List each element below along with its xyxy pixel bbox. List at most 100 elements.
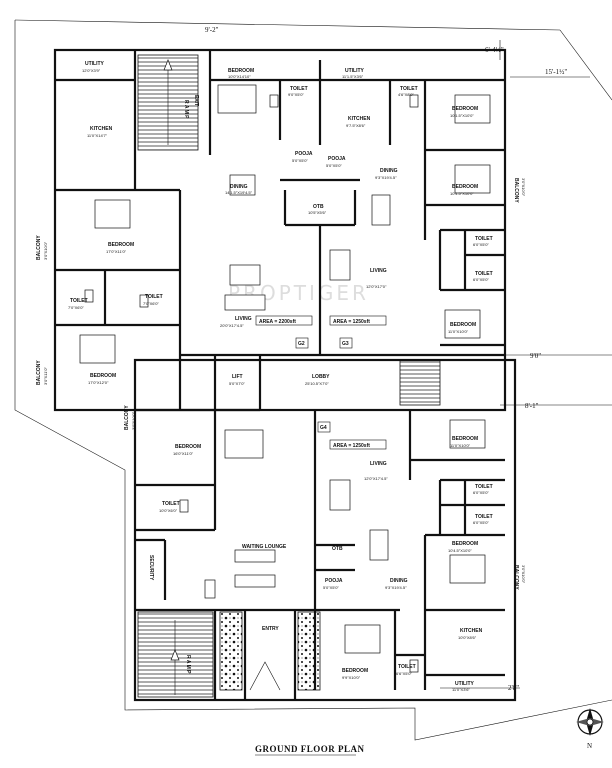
toilet-l2-name: TOILET (145, 294, 163, 300)
bedroom-top-size: 10'0"X14'10" (228, 74, 251, 79)
lift-size: 5'0"X7'0" (229, 381, 246, 386)
kitchen-l-name: KITCHEN (90, 126, 113, 132)
kitchen-br-name: KITCHEN (460, 628, 483, 634)
toilet-br1-name: TOILET (475, 484, 493, 490)
pooja-b-size: 5'0"X5'0" (323, 585, 340, 590)
pooja-2-size: 5'0"X5'0" (326, 163, 343, 168)
toilet-c-name: TOILET (162, 501, 180, 507)
g4-label: G4 (320, 425, 327, 431)
toilet-top-size: 9'0"X5'0" (288, 92, 305, 97)
toilet-br2-size: 6'0"X5'0" (473, 520, 490, 525)
ramp-label: R A M P (183, 100, 189, 119)
living-br-area: AREA = 1250sft (333, 443, 370, 449)
bedroom-r1-name: BEDROOM (452, 184, 478, 190)
security-name: SECURITY (148, 555, 154, 581)
dim-right-bottom: 2'8" (508, 684, 519, 692)
living-tr-area: AREA = 1250sft (333, 319, 370, 325)
compass-icon: N (576, 708, 604, 750)
otb-top-name: OTB (313, 204, 324, 210)
living-br-area-box (329, 439, 387, 450)
entry-name: ENTRY (262, 626, 279, 632)
living-l-area-box (255, 315, 313, 326)
bedroom-b-size: 9'9"X10'0" (342, 675, 361, 680)
bedroom-br1-name: BEDROOM (452, 436, 478, 442)
balcony-l2-name: BALCONY (36, 360, 42, 385)
toilet-c-size: 10'0"X6'0" (159, 508, 178, 513)
furniture (79, 84, 491, 673)
dining-l-size: 14'1.5"X19'4.5" (225, 190, 253, 195)
pooja-1-name: POOJA (295, 151, 313, 157)
living-l-area: AREA = 2200sft (259, 319, 296, 325)
dining-tr-name: DINING (380, 168, 398, 174)
bedroom-tr-size: 10'1.5"X10'0" (450, 113, 474, 118)
planters (219, 611, 321, 691)
toilet-tr-name: TOILET (400, 86, 418, 92)
balcony-br-name: BALCONY (513, 565, 519, 590)
toilet-b-size: 6'6"X5'0" (396, 671, 413, 676)
compass-label: N (587, 742, 592, 750)
balcony-l3-size: 3'0"X10'0" (131, 411, 136, 430)
utility-br-size: 11'0"X3'6" (452, 687, 470, 692)
pooja-1-size: 5'0"X5'0" (292, 158, 309, 163)
toilet-br2-name: TOILET (475, 514, 493, 520)
building-outline (53, 48, 517, 702)
otb-top-size: 10'5"X5'6" (308, 210, 327, 215)
balcony-l1-name: BALCONY (36, 235, 42, 260)
bedroom-l1-size: 17'0"X11'0" (106, 249, 127, 254)
room-labels: UTILITY 12'0"X3'9" KITCHEN 11'0"X14'7" R… (36, 61, 526, 692)
otb-b-name: OTB (332, 546, 343, 552)
g2-label: G2 (298, 341, 305, 347)
balcony-l2-size: 3'0"X11'0" (43, 367, 48, 385)
dining-tr-size: 9'3"X19'4.5" (375, 175, 397, 180)
dimension-labels: 9'-2" 6'-4½" 15'-1½" 9'0" 8'-1" 2'8" (205, 26, 567, 692)
bedroom-l2-size: 17'0"X12'0" (88, 380, 109, 385)
lift-name: LIFT (232, 374, 243, 380)
dining-b-size: 9'3"X19'4.5" (385, 585, 407, 590)
toilet-l1-name: TOILET (70, 298, 88, 304)
utility-tr-size: 11'1.5"X3'6" (342, 74, 364, 79)
dining-l-name: DINING (230, 184, 248, 190)
g2-box (295, 337, 309, 349)
dim-right-mid-2: 8'-1" (525, 402, 539, 410)
living-tr-area-box (329, 315, 387, 326)
bedroom-b-name: BEDROOM (342, 668, 368, 674)
balcony-l1-size: 3'0"X10'0" (43, 241, 48, 260)
toilet-r1-name: TOILET (475, 236, 493, 242)
plan-title: GROUND FLOOR PLAN (255, 744, 365, 754)
pooja-b-name: POOJA (325, 578, 343, 584)
toilet-top-name: TOILET (290, 86, 308, 92)
balcony-r1-size: 3'0"X10'0" (521, 178, 526, 197)
living-l-size: 20'0"X17'4.5" (220, 323, 244, 328)
bedroom-r1-size: 10'4.5"X10'0" (450, 191, 474, 196)
kitchen-br-size: 10'0"X8'6" (458, 635, 477, 640)
utility-tl-name: UTILITY (85, 61, 105, 67)
bedroom-r2-size: 11'0"X10'0" (448, 329, 469, 334)
pooja-2-name: POOJA (328, 156, 346, 162)
living-l-name: LIVING (235, 316, 252, 322)
dining-b-name: DINING (390, 578, 408, 584)
bedroom-r2-name: BEDROOM (450, 322, 476, 328)
utility-br-name: UTILITY (455, 681, 475, 687)
dim-right-top-2: 15'-1½" (545, 68, 567, 76)
utility-tl-size: 12'0"X3'9" (82, 68, 101, 73)
living-br-size: 12'0"X17'4.5" (364, 476, 388, 481)
toilet-r2-name: TOILET (475, 271, 493, 277)
kitchen-tr-size: 9'7.5"X8'6" (346, 123, 366, 128)
toilet-l2-size: 7'0"X6'0" (143, 301, 160, 306)
dim-right-top-1: 6'-4½" (485, 46, 504, 54)
balcony-br-size: 3'0"X10'0" (521, 565, 526, 584)
toilet-l1-size: 7'0"X6'0" (68, 305, 85, 310)
kitchen-tr-name: KITCHEN (348, 116, 371, 122)
interior-walls (55, 50, 505, 700)
bedroom-br2-size: 10'4.5"X10'0" (448, 548, 472, 553)
g3-label: G3 (342, 341, 349, 347)
lobby-name: LOBBY (312, 374, 330, 380)
waiting-lounge-name: WAITING LOUNGE (242, 544, 287, 550)
living-tr-size: 12'0"X17'0" (366, 284, 387, 289)
kitchen-l-size: 11'0"X14'7" (87, 133, 108, 138)
bedroom-br1-size: 11'0"X10'0" (450, 443, 471, 448)
dim-right-mid-1: 9'0" (530, 352, 541, 360)
ramp-b-label: R A M P (185, 655, 191, 674)
bedroom-c-name: BEDROOM (175, 444, 201, 450)
